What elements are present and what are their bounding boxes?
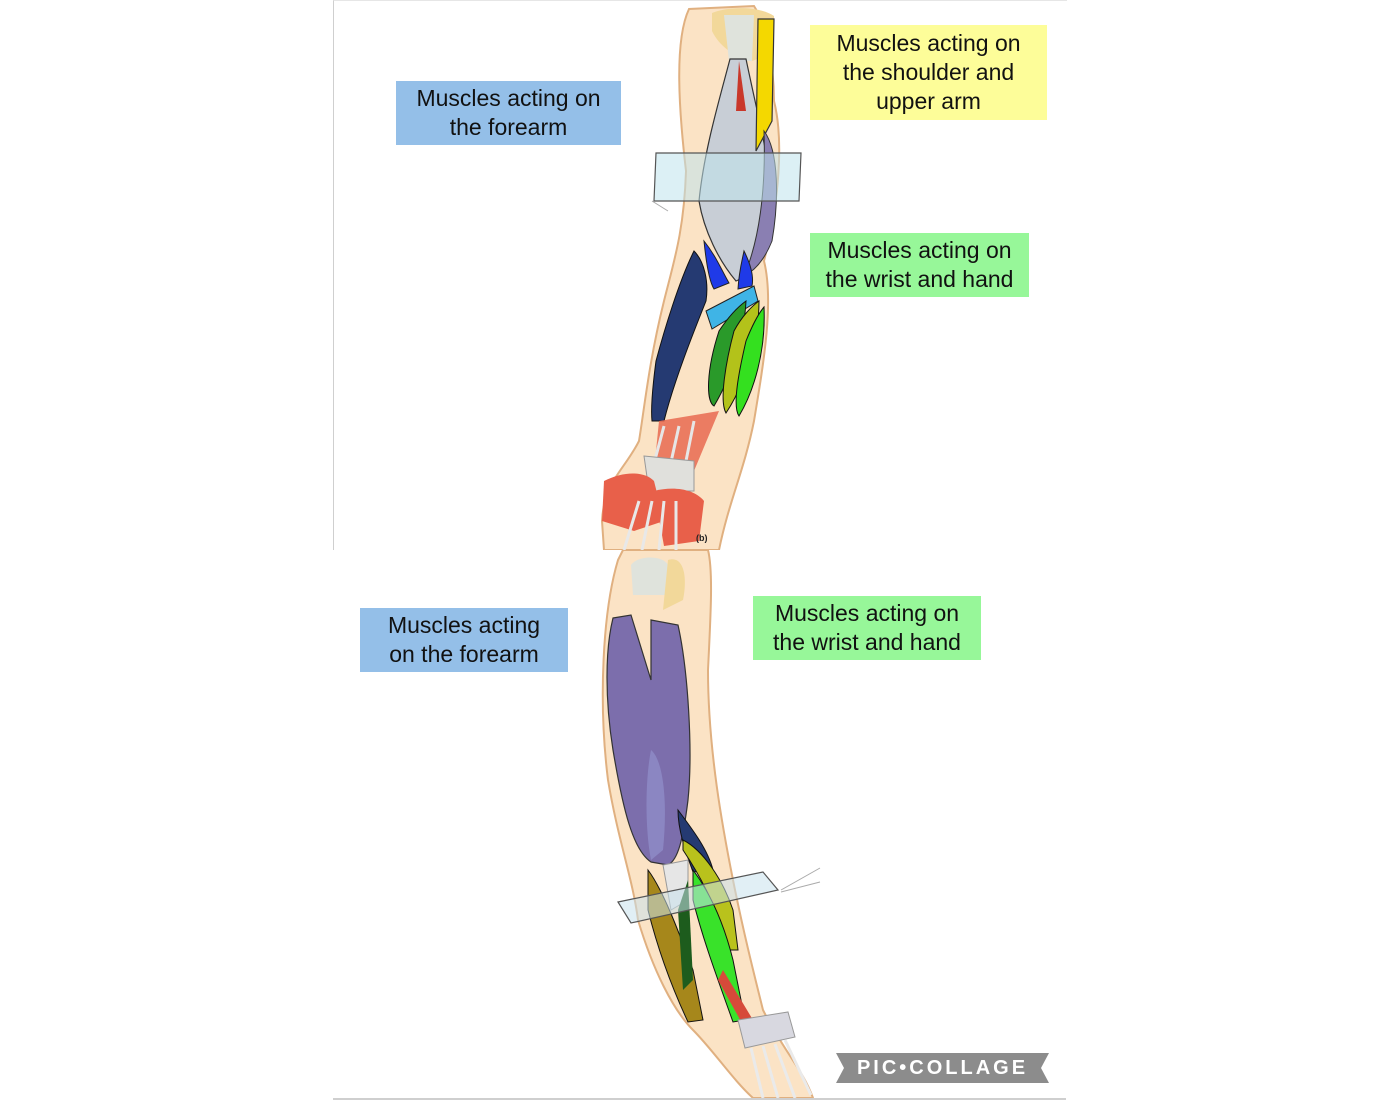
label-line: the shoulder and [842,59,1015,85]
label-line: the wrist and hand [825,266,1014,292]
arm-posterior-illustration [601,550,821,1098]
label-line: on the forearm [389,641,539,667]
label-line: Muscles acting on [774,600,960,626]
anterior-arm-diagram-panel: Muscles acting on the forearm Muscles ac… [333,0,1067,550]
pic-collage-watermark: PIC•COLLAGE [836,1053,1049,1083]
label-muscles-wrist-hand-top: Muscles acting on the wrist and hand [810,233,1029,297]
label-line: Muscles acting on [827,237,1012,263]
label-line: the wrist and hand [773,629,961,655]
label-muscles-forearm-bottom: Muscles acting on the forearm [360,608,568,672]
label-muscles-wrist-hand-bottom: Muscles acting on the wrist and hand [753,596,981,660]
arm-anterior-illustration [600,4,802,550]
figure-label: (b) [696,533,708,543]
label-muscles-forearm-top: Muscles acting on the forearm [396,81,621,145]
label-line: upper arm [876,88,981,114]
label-line: the forearm [449,114,568,140]
posterior-arm-diagram-panel: Muscles acting on the forearm Muscles ac… [333,550,1066,1100]
label-line: Muscles acting [387,612,541,638]
label-line: Muscles acting on [416,85,601,111]
watermark-text: PIC•COLLAGE [856,1056,1029,1079]
label-muscles-shoulder-upper-arm: Muscles acting on the shoulder and upper… [810,25,1047,120]
ribbon-banner-icon [836,1053,1049,1083]
label-line: Muscles acting on [836,30,1021,56]
